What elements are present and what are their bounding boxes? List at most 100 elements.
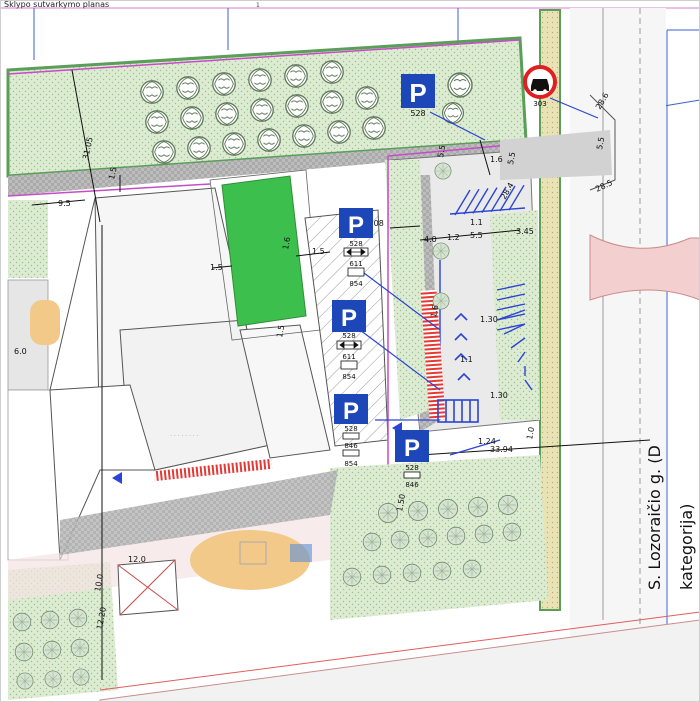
dim-label: 12.0 bbox=[128, 555, 146, 564]
tree-icon bbox=[212, 72, 236, 96]
tree-icon bbox=[16, 672, 34, 690]
driveway bbox=[500, 130, 612, 180]
tree-icon bbox=[222, 132, 246, 156]
stall-line bbox=[510, 337, 526, 349]
tree-icon bbox=[468, 497, 488, 517]
tree-icon bbox=[408, 501, 428, 521]
tree-icon bbox=[320, 60, 344, 84]
stall-line bbox=[481, 187, 498, 213]
stall-line bbox=[517, 351, 526, 363]
svg-text:P: P bbox=[409, 78, 426, 108]
stall-line bbox=[496, 313, 526, 321]
svg-text:P: P bbox=[404, 435, 420, 462]
car-plate-icon bbox=[340, 360, 358, 370]
dim-label: 1.6 bbox=[490, 155, 503, 164]
parking-sign-2: P 528 611 854 bbox=[339, 208, 373, 288]
tree-icon bbox=[44, 670, 62, 688]
car-icon bbox=[531, 79, 549, 91]
tree-icon bbox=[362, 116, 386, 140]
parking-sign-icon bbox=[332, 300, 366, 332]
street-road bbox=[570, 8, 666, 702]
svg-text:528: 528 bbox=[410, 109, 425, 118]
tree-icon bbox=[152, 140, 176, 164]
tree-icon bbox=[70, 638, 90, 658]
tree-icon bbox=[474, 524, 494, 544]
dim-label: 33.94 bbox=[490, 445, 513, 454]
stall-line bbox=[449, 207, 526, 215]
no-motor-vehicles-sign: 303 bbox=[523, 65, 557, 108]
tree-icon bbox=[187, 136, 211, 160]
parking-sign-icon bbox=[395, 430, 429, 462]
dim-label: 1.0 bbox=[525, 426, 536, 440]
stall-line bbox=[524, 379, 533, 391]
tree-icon bbox=[145, 110, 169, 134]
svg-text:854: 854 bbox=[342, 373, 356, 381]
parking-sign-icon bbox=[339, 208, 373, 238]
svg-text:854: 854 bbox=[349, 280, 363, 288]
parking-sign-4: P 528 846 854 bbox=[334, 394, 368, 468]
tree-icon bbox=[285, 94, 309, 118]
stall-line bbox=[508, 184, 525, 211]
tree-icon bbox=[362, 532, 382, 552]
tree-icon bbox=[215, 102, 239, 126]
entrance-marker-1 bbox=[112, 472, 122, 484]
svg-text:528: 528 bbox=[405, 464, 418, 472]
dim-label: 10.0 bbox=[93, 573, 105, 592]
tree-icon bbox=[320, 90, 344, 114]
red-barrier-vertical bbox=[420, 289, 446, 421]
plate-icon bbox=[342, 432, 360, 440]
tree-icon bbox=[434, 162, 452, 180]
parking-sign-icon bbox=[334, 394, 368, 424]
street-name-line1: S. Lozoraičio g. (D bbox=[645, 445, 664, 590]
dim-label: 5.5 bbox=[506, 151, 517, 165]
dim-label: 1.5 bbox=[107, 166, 118, 180]
tree-icon bbox=[68, 608, 88, 628]
tree-icon bbox=[438, 499, 458, 519]
tree-icon bbox=[248, 68, 272, 92]
svg-text:P: P bbox=[348, 212, 364, 239]
tree-icon bbox=[292, 124, 316, 148]
dim-label: 1.6 bbox=[429, 304, 440, 318]
bike-racks bbox=[437, 312, 479, 423]
car-plate-icon bbox=[347, 267, 365, 277]
playground-area bbox=[190, 530, 310, 590]
dim-label: 1.1 bbox=[460, 355, 473, 364]
svg-text:· · · · · · · ·: · · · · · · · · bbox=[170, 433, 199, 440]
tree-icon bbox=[378, 503, 398, 523]
tree-icon bbox=[284, 64, 308, 88]
tree-icon bbox=[14, 642, 34, 662]
parking-sign-1: P 528 bbox=[401, 74, 435, 118]
dim-label: 5.5 bbox=[595, 136, 606, 150]
green-lawn-block bbox=[221, 175, 307, 327]
stall-line bbox=[454, 189, 471, 216]
dim-label: 5.5 bbox=[436, 144, 447, 158]
dim-label: 1.50 bbox=[395, 493, 407, 512]
stall-line bbox=[499, 185, 516, 212]
boundary-lines bbox=[7, 143, 521, 468]
page-title: Sklypo sutvarkymo planas bbox=[4, 0, 109, 9]
tree-icon bbox=[327, 120, 351, 144]
tree-icon bbox=[342, 567, 362, 587]
leader-lines bbox=[359, 97, 599, 456]
dim-label: 1.5 bbox=[312, 247, 325, 256]
tree-icon bbox=[12, 612, 32, 632]
tree-icon bbox=[42, 640, 62, 660]
stall-line bbox=[496, 283, 526, 291]
stall-line bbox=[490, 186, 507, 213]
dim-label: 1.6 bbox=[281, 236, 292, 250]
dim-label: 3.45 bbox=[516, 227, 534, 236]
svg-text:846: 846 bbox=[405, 481, 419, 489]
svg-text:611: 611 bbox=[342, 353, 355, 361]
tree-icon bbox=[432, 242, 450, 260]
svg-text:528: 528 bbox=[349, 240, 362, 248]
parking-sign-5: P 528 846 bbox=[395, 430, 429, 489]
dim-label: 12.20 bbox=[95, 606, 108, 630]
svg-text:303: 303 bbox=[533, 100, 546, 108]
tree-icon bbox=[390, 530, 410, 550]
paved-strip bbox=[8, 140, 526, 196]
svg-text:846: 846 bbox=[344, 442, 358, 450]
dim-label: 1.30 bbox=[490, 391, 508, 400]
svg-text:611: 611 bbox=[349, 260, 362, 268]
dim-label: 1.30 bbox=[480, 315, 498, 324]
